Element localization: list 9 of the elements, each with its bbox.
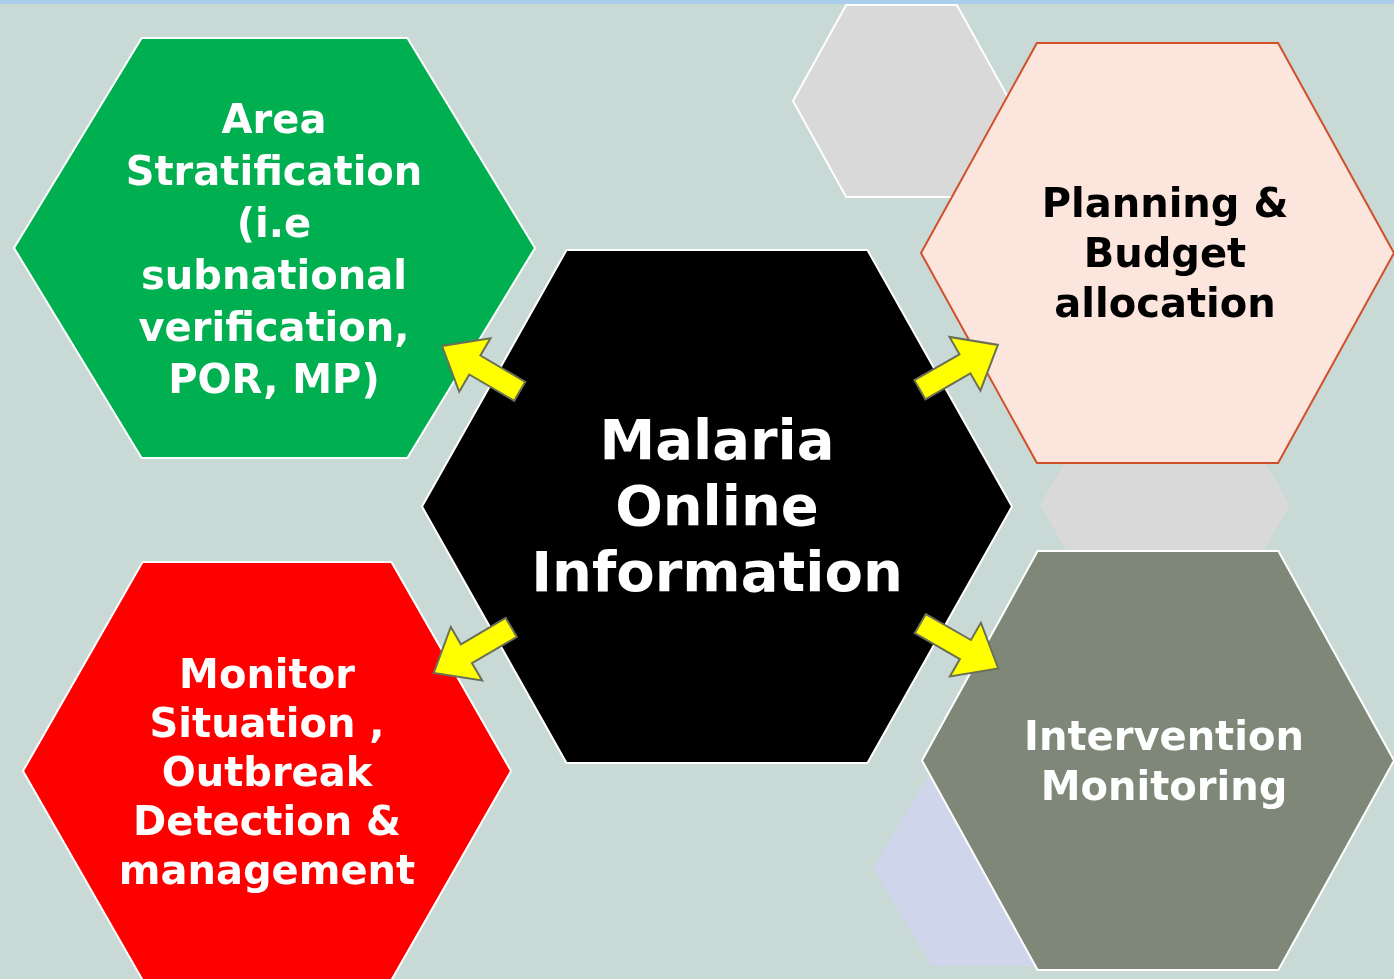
block-arrow [913, 335, 1000, 401]
node-label: Intervention Monitoring [1023, 712, 1305, 811]
node-label: Monitor Situation , Outbreak Detection & management [117, 649, 417, 895]
block-arrow [432, 616, 519, 682]
block-arrow [440, 337, 527, 403]
node-label: Area Stratification (i.e subnational verification, POR, MP) [124, 95, 424, 404]
block-arrow [913, 612, 1000, 678]
node-label: Malaria Online Information [530, 407, 904, 605]
node-label: Planning & Budget allocation [1040, 179, 1290, 328]
